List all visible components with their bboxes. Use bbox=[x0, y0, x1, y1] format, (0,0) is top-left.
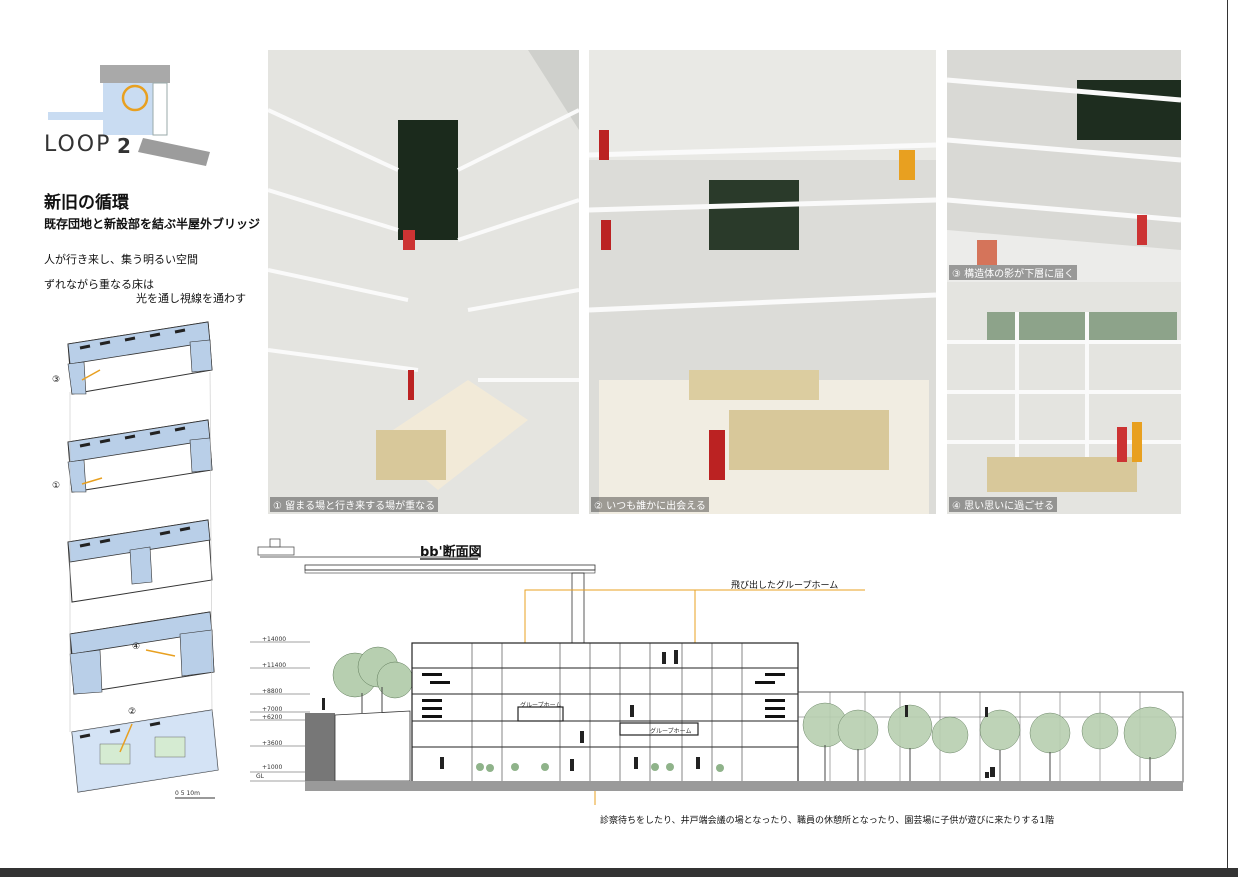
photo-3-caption: ③ 構造体の影が下層に届く bbox=[949, 265, 1078, 280]
page-subtitle: 既存団地と新設部を結ぶ半屋外ブリッジ bbox=[44, 217, 261, 231]
plan-floor-1 bbox=[71, 709, 219, 793]
plan-marker-4: ④ bbox=[132, 642, 141, 652]
section-title: bb'断面図 bbox=[420, 545, 482, 560]
photo-4: ④ 思い思いに過ごせる bbox=[947, 282, 1181, 514]
plan-floor-4 bbox=[67, 419, 213, 493]
level-3600: +3600 bbox=[262, 740, 283, 747]
level-1000: +1000 bbox=[262, 764, 283, 771]
photo-2: ② いつも誰かに出会える bbox=[589, 50, 936, 514]
annotation-ground-floor: 診察待ちをしたり、井戸端会議の場となったり、職員の休憩所となったり、園芸場に子供… bbox=[600, 816, 1055, 826]
logo-number: 2 bbox=[117, 134, 131, 158]
label-group-home-2: グループホーム bbox=[650, 728, 692, 735]
concept-line-1: 人が行き来し、集う明るい空間 bbox=[44, 253, 198, 266]
right-border bbox=[1227, 0, 1228, 868]
plan-marker-1: ① bbox=[52, 481, 61, 491]
plan-scale: 0 5 10m bbox=[175, 790, 200, 797]
concept-line-3: 光を通し視線を通わす bbox=[136, 292, 246, 305]
photo-1-caption: ① 留まる場と行き来する場が重なる bbox=[270, 497, 439, 512]
label-group-home-1: グループホーム bbox=[520, 702, 562, 709]
level-6200: +6200 bbox=[262, 714, 283, 721]
photo-1: ① 留まる場と行き来する場が重なる bbox=[268, 50, 579, 514]
level-14000: +14000 bbox=[262, 636, 287, 643]
page-title: 新旧の循環 bbox=[44, 193, 129, 213]
photo-4-caption: ④ 思い思いに過ごせる bbox=[949, 497, 1058, 512]
photo-2-image bbox=[589, 50, 936, 514]
level-8800: +8800 bbox=[262, 688, 283, 695]
bottom-border bbox=[0, 868, 1238, 877]
photo-3-image bbox=[947, 50, 1181, 282]
concept-line-2: ずれながら重なる床は bbox=[44, 278, 154, 291]
logo-graphic bbox=[48, 65, 210, 166]
level-gl: GL bbox=[256, 773, 264, 780]
photo-3: ③ 構造体の影が下層に届く bbox=[947, 50, 1181, 282]
photo-4-image bbox=[947, 282, 1181, 514]
photo-2-caption: ② いつも誰かに出会える bbox=[591, 497, 709, 512]
plan-floor-5 bbox=[67, 321, 213, 395]
plan-marker-3: ③ bbox=[52, 375, 61, 385]
section-drawing bbox=[250, 538, 1184, 805]
logo-word: LOOP bbox=[44, 132, 112, 157]
level-11400: +11400 bbox=[262, 662, 287, 669]
plan-floor-3 bbox=[67, 519, 213, 603]
photo-1-image bbox=[268, 50, 579, 514]
annotation-group-home: 飛び出したグループホーム bbox=[731, 581, 839, 591]
floor-plans bbox=[67, 321, 219, 799]
level-7000: +7000 bbox=[262, 706, 283, 713]
plan-floor-2 bbox=[69, 611, 215, 695]
plan-marker-2: ② bbox=[128, 707, 137, 717]
